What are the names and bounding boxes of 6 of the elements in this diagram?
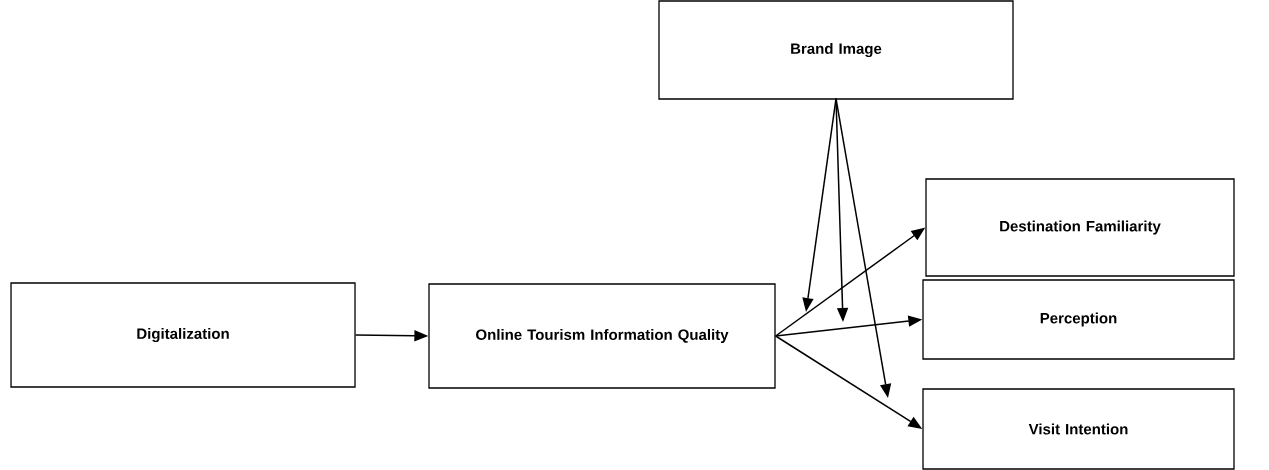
concept-box: Destination Familiarity [925, 178, 1235, 277]
concept-box: Visit Intention [922, 388, 1235, 470]
concept-box: Digitalization [10, 282, 356, 388]
concept-box: Perception [922, 279, 1235, 360]
concept-box: Online Tourism Information Quality [428, 283, 776, 389]
concept-box: Brand Image [658, 0, 1014, 100]
